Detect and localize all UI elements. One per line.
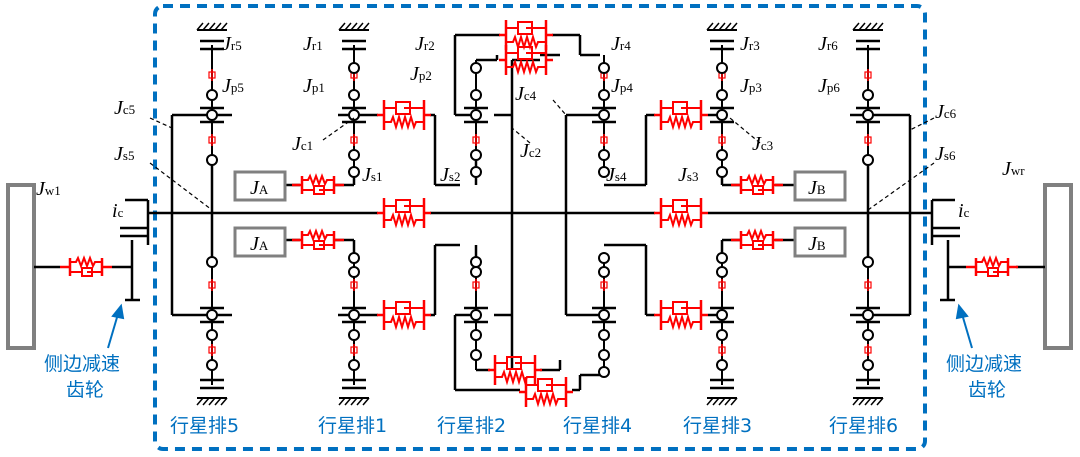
- right-wheel: [1043, 183, 1073, 350]
- label-jp6: Jp6: [818, 75, 840, 97]
- label-js2: Js2: [440, 164, 460, 186]
- label-jb-top: JB: [808, 177, 826, 199]
- label-jr1: Jr1: [303, 33, 323, 55]
- label-jc5: Jc5: [114, 97, 135, 119]
- label-ic-right: ic: [958, 200, 970, 222]
- inertia-box-b-bottom: [793, 226, 847, 258]
- label-js5: Js5: [114, 143, 134, 165]
- label-jr6: Jr6: [818, 33, 838, 55]
- label-ja-top: JA: [250, 177, 269, 199]
- label-jp1: Jp1: [303, 75, 325, 97]
- label-js4: Js4: [606, 164, 627, 186]
- label-jw1: Jw1: [36, 178, 61, 200]
- label-jr4: Jr4: [611, 33, 631, 55]
- label-jwr: Jwr: [1002, 158, 1025, 180]
- label-jp2: Jp2: [410, 63, 432, 85]
- label-jb-bottom: JB: [808, 233, 826, 255]
- label-js6: Js6: [935, 143, 956, 165]
- label-jp4: Jp4: [611, 75, 633, 97]
- label-jp3: Jp3: [740, 75, 762, 97]
- label-jc3: Jc3: [752, 133, 773, 155]
- caption-pg6: 行星排6: [829, 415, 898, 437]
- label-jc6: Jc6: [935, 101, 957, 123]
- inertia-box-a-top: [233, 170, 287, 202]
- caption-side-right-2: 齿轮: [968, 379, 1006, 401]
- label-jr3: Jr3: [740, 33, 760, 55]
- label-ja-bottom: JA: [250, 233, 269, 255]
- inertia-box-b-top: [793, 170, 847, 202]
- label-js1: Js1: [362, 164, 382, 186]
- label-ic-left: ic: [112, 200, 124, 222]
- label-jc4: Jc4: [515, 83, 537, 105]
- caption-pg3: 行星排3: [683, 415, 752, 437]
- caption-pg4: 行星排4: [563, 415, 632, 437]
- label-jr2: Jr2: [415, 33, 435, 55]
- label-jc1: Jc1: [292, 133, 313, 155]
- caption-pg5: 行星排5: [170, 415, 239, 437]
- caption-pg2: 行星排2: [437, 415, 506, 437]
- label-jp5: Jp5: [222, 75, 244, 97]
- label-js3: Js3: [678, 164, 698, 186]
- caption-side-left-2: 齿轮: [66, 379, 104, 401]
- caption-side-right-1: 侧边减速: [946, 353, 1022, 375]
- caption-side-left-1: 侧边减速: [44, 353, 120, 375]
- subsystem-frame: [153, 4, 927, 451]
- label-jc2: Jc2: [520, 140, 541, 162]
- left-wheel: [6, 183, 36, 350]
- caption-pg1: 行星排1: [318, 415, 387, 437]
- label-jr5: Jr5: [222, 33, 242, 55]
- inertia-box-a-bottom: [233, 226, 287, 258]
